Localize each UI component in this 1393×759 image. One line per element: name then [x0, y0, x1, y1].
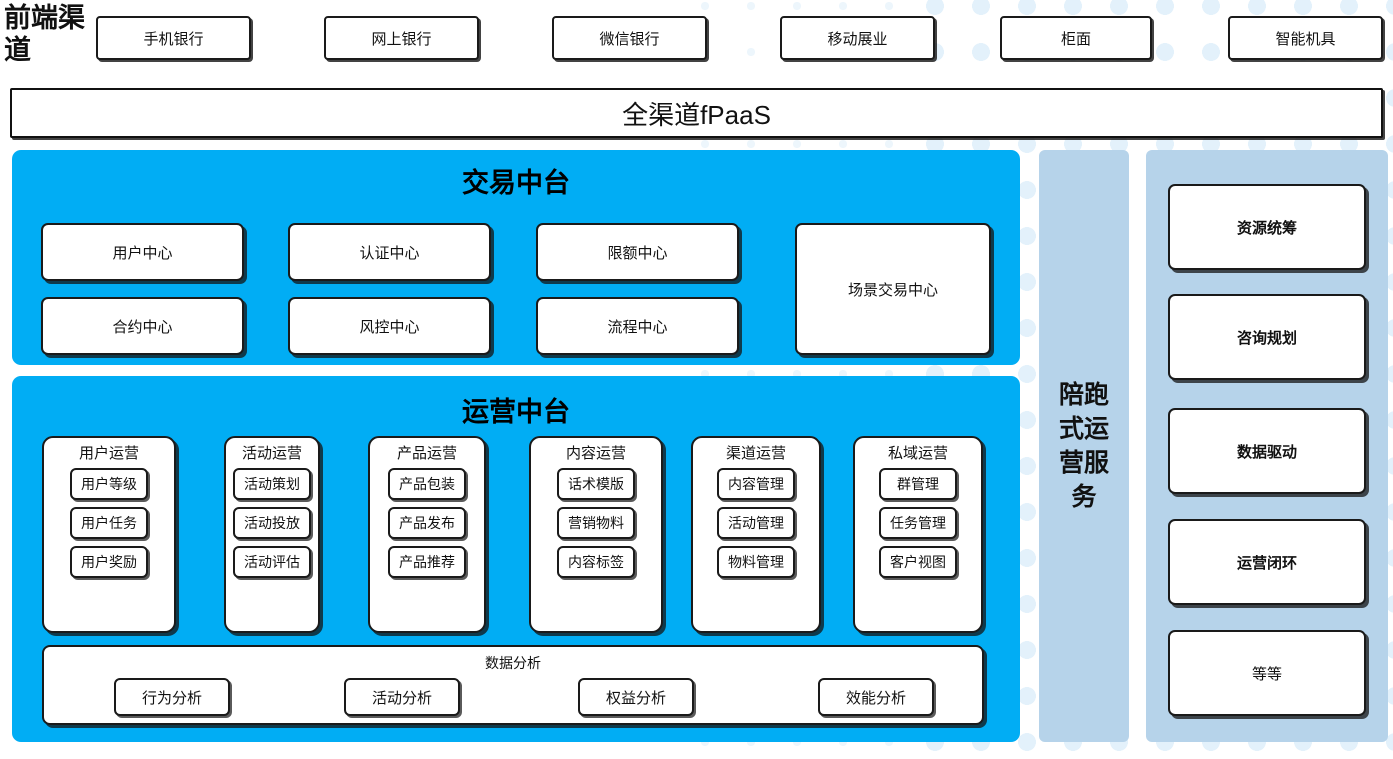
op-item[interactable]: 群管理: [879, 468, 957, 500]
op-item[interactable]: 物料管理: [717, 546, 795, 578]
op-column-title: 渠道运营: [725, 445, 786, 462]
tx-box-scene-transaction-center[interactable]: 场景交易中心: [795, 223, 991, 355]
op-column-user-operations[interactable]: 用户运营 用户等级 用户任务 用户奖励: [42, 436, 176, 633]
op-item[interactable]: 产品推荐: [388, 546, 466, 578]
op-item[interactable]: 活动管理: [717, 507, 795, 539]
companion-service-line-3: 营服: [1058, 449, 1109, 477]
companion-service-label: 陪跑 式运 营服 务: [1039, 378, 1129, 514]
op-column-title: 产品运营: [396, 445, 457, 462]
capability-box-consulting-planning[interactable]: 咨询规划: [1168, 294, 1366, 380]
channel-box-mobile-bank[interactable]: 手机银行: [96, 16, 251, 60]
op-column-title: 私域运营: [887, 445, 948, 462]
op-item[interactable]: 活动评估: [233, 546, 311, 578]
omnichannel-fpaas-bar[interactable]: 全渠道fPaaS: [10, 88, 1383, 138]
channel-box-wechat-bank[interactable]: 微信银行: [552, 16, 707, 60]
op-item[interactable]: 产品包装: [388, 468, 466, 500]
op-item[interactable]: 内容管理: [717, 468, 795, 500]
capability-box-resource-coordination[interactable]: 资源统筹: [1168, 184, 1366, 270]
companion-service-line-2: 式运: [1058, 415, 1109, 443]
capability-box-etc[interactable]: 等等: [1168, 630, 1366, 716]
tx-box-auth-center[interactable]: 认证中心: [288, 223, 491, 281]
data-analysis-item-campaign[interactable]: 活动分析: [344, 678, 460, 716]
op-column-campaign-operations[interactable]: 活动运营 活动策划 活动投放 活动评估: [224, 436, 320, 633]
transaction-platform-title: 交易中台: [462, 168, 570, 198]
op-column-title: 用户运营: [78, 445, 139, 462]
capability-box-data-driven[interactable]: 数据驱动: [1168, 408, 1366, 494]
data-analysis-panel[interactable]: 数据分析 行为分析 活动分析 权益分析 效能分析: [42, 645, 984, 725]
op-item[interactable]: 活动投放: [233, 507, 311, 539]
op-item[interactable]: 任务管理: [879, 507, 957, 539]
data-analysis-title: 数据分析: [485, 655, 541, 671]
tx-box-limit-center[interactable]: 限额中心: [536, 223, 739, 281]
tx-box-risk-center[interactable]: 风控中心: [288, 297, 491, 355]
companion-service-line-4: 务: [1071, 483, 1097, 511]
op-column-product-operations[interactable]: 产品运营 产品包装 产品发布 产品推荐: [368, 436, 486, 633]
data-analysis-item-benefit[interactable]: 权益分析: [578, 678, 694, 716]
op-column-title: 活动运营: [241, 445, 302, 462]
op-item[interactable]: 营销物料: [557, 507, 635, 539]
op-item[interactable]: 活动策划: [233, 468, 311, 500]
tx-box-process-center[interactable]: 流程中心: [536, 297, 739, 355]
op-column-channel-operations[interactable]: 渠道运营 内容管理 活动管理 物料管理: [691, 436, 821, 633]
data-analysis-item-behavior[interactable]: 行为分析: [114, 678, 230, 716]
channel-box-online-bank[interactable]: 网上银行: [324, 16, 479, 60]
op-column-title: 内容运营: [565, 445, 626, 462]
op-item[interactable]: 话术模版: [557, 468, 635, 500]
capability-box-operation-closed-loop[interactable]: 运营闭环: [1168, 519, 1366, 605]
op-item[interactable]: 用户等级: [70, 468, 148, 500]
data-analysis-item-efficiency[interactable]: 效能分析: [818, 678, 934, 716]
frontend-channel-label: 前端渠道: [4, 3, 85, 65]
op-item[interactable]: 内容标签: [557, 546, 635, 578]
channel-box-counter[interactable]: 柜面: [1000, 16, 1152, 60]
op-item[interactable]: 客户视图: [879, 546, 957, 578]
op-column-content-operations[interactable]: 内容运营 话术模版 营销物料 内容标签: [529, 436, 663, 633]
op-item[interactable]: 用户任务: [70, 507, 148, 539]
operation-platform-title: 运营中台: [462, 397, 570, 427]
op-item[interactable]: 用户奖励: [70, 546, 148, 578]
channel-box-mobile-biz[interactable]: 移动展业: [780, 16, 935, 60]
tx-box-contract-center[interactable]: 合约中心: [41, 297, 244, 355]
companion-service-line-1: 陪跑: [1058, 381, 1109, 409]
channel-box-smart-machine[interactable]: 智能机具: [1228, 16, 1383, 60]
op-item[interactable]: 产品发布: [388, 507, 466, 539]
tx-box-user-center[interactable]: 用户中心: [41, 223, 244, 281]
op-column-private-domain-operations[interactable]: 私域运营 群管理 任务管理 客户视图: [853, 436, 983, 633]
